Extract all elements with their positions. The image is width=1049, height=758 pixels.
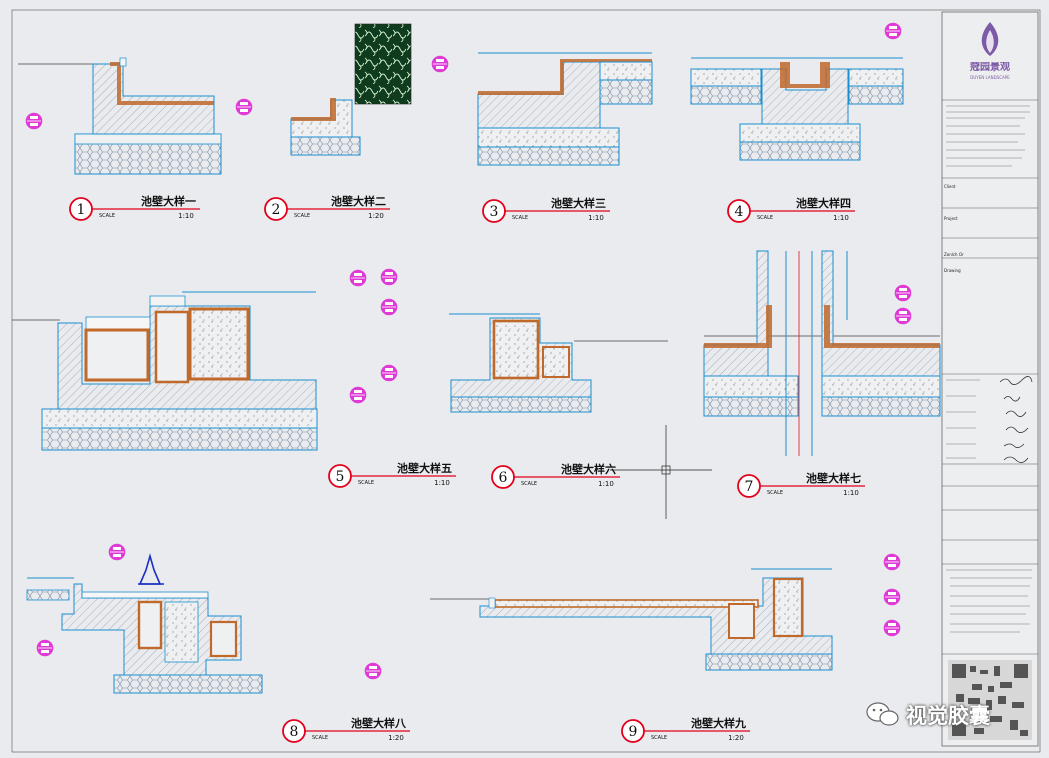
detail-5-tag-a [349,269,367,287]
detail-1-tag-a [25,112,43,130]
detail-4-section [690,57,904,161]
detail-5-number: 5 [336,469,345,485]
detail-2-label: 2 池壁大样二 SCALE 1:20 [264,194,390,221]
detail-3-section [477,52,653,166]
detail-9-tag-a [883,553,901,571]
detail-3-scale-label: SCALE [512,215,528,221]
detail-9-number: 9 [629,724,638,740]
detail-8-number: 8 [290,724,299,740]
wechat-icon [866,702,899,726]
client-label: Client [944,184,956,189]
detail-5-tag-c [380,298,398,316]
crosshair-marker [610,425,712,519]
sheet-frame [11,9,1041,753]
detail-8-tag-b [36,639,54,657]
detail-6-scale-label: SCALE [521,481,537,487]
detail-6-title: 池壁大样六 [561,462,616,476]
detail-9-title: 池壁大样九 [691,716,746,730]
detail-2-tag [431,55,449,73]
detail-5-label: 5 池壁大样五 SCALE 1:10 [328,461,456,488]
detail-6-scale-value: 1:10 [598,480,614,488]
company-name-cn: 蒄园景观 [970,62,1010,73]
company-name-en: DUYEN LANDSCAPE [970,75,1010,80]
detail-7-scale-value: 1:10 [843,489,859,497]
detail-1-tag-b [235,98,253,116]
detail-8-scale-label: SCALE [312,735,328,741]
title-block-text: 蒄园景观 DUYEN LANDSCAPE Client Project Zonl… [942,12,1038,746]
part-label: Zonlch Or [944,252,964,257]
detail-8-scale-value: 1:20 [388,734,404,742]
detail-8-section [26,553,263,694]
detail-1-number: 1 [77,202,86,218]
detail-7-tag-a [894,284,912,302]
detail-8-title: 池壁大样八 [351,716,407,730]
watermark-text: 视觉胶囊 [906,704,990,728]
detail-6-number: 6 [499,470,508,486]
detail-6-section [449,313,668,413]
detail-4-scale-label: SCALE [757,215,773,221]
detail-7-label: 7 池壁大样七 SCALE 1:10 [737,471,865,498]
detail-5-title: 池壁大样五 [397,461,452,475]
detail-1-title: 池壁大样一 [141,194,196,208]
detail-9-scale-value: 1:20 [728,734,744,742]
detail-9-tag-c [883,619,901,637]
detail-3-scale-value: 1:10 [588,214,604,222]
detail-1-section [18,57,222,175]
detail-2-scale-value: 1:20 [368,212,384,220]
title-block [941,11,1039,747]
detail-5-tag-d [380,364,398,382]
detail-9-label: 9 池壁大样九 SCALE 1:20 [621,716,750,743]
detail-7-title: 池壁大样七 [806,471,861,485]
detail-1-label: 1 池壁大样一 SCALE 1:10 [69,194,200,221]
detail-8-label: 8 池壁大样八 SCALE 1:20 [282,716,410,743]
detail-3-label: 3 池壁大样三 SCALE 1:10 [482,196,610,223]
detail-7-number: 7 [745,479,754,495]
detail-2-title: 池壁大样二 [331,194,386,208]
detail-9-scale-label: SCALE [651,735,667,741]
detail-8-tag-c [364,662,382,680]
detail-4-number: 4 [735,204,744,220]
detail-9-section [430,568,833,671]
detail-6-label: 6 池壁大样六 SCALE 1:10 [491,462,620,489]
detail-5-scale-value: 1:10 [434,479,450,487]
detail-5-section [12,291,318,451]
detail-5-scale-label: SCALE [358,480,374,486]
detail-7-tag-b [894,307,912,325]
drawing-label: Drawing [944,268,961,273]
project-label: Project [944,216,958,221]
detail-7-section [703,250,941,456]
detail-4-scale-value: 1:10 [833,214,849,222]
detail-1-scale-value: 1:10 [178,212,194,220]
detail-5-tag-b [380,268,398,286]
detail-3-title: 池壁大样三 [551,196,606,210]
detail-2-section [290,23,412,156]
detail-2-number: 2 [272,202,281,218]
detail-8-tag-a [108,543,126,561]
detail-4-label: 4 池壁大样四 SCALE 1:10 [727,196,855,223]
detail-2-scale-label: SCALE [294,213,310,219]
detail-7-scale-label: SCALE [767,490,783,496]
detail-1-scale-label: SCALE [99,213,115,219]
detail-3-number: 3 [490,204,499,220]
detail-5-tag-e [349,386,367,404]
detail-9-tag-b [883,588,901,606]
detail-4-title: 池壁大样四 [796,196,851,210]
detail-4-tag [884,22,902,40]
